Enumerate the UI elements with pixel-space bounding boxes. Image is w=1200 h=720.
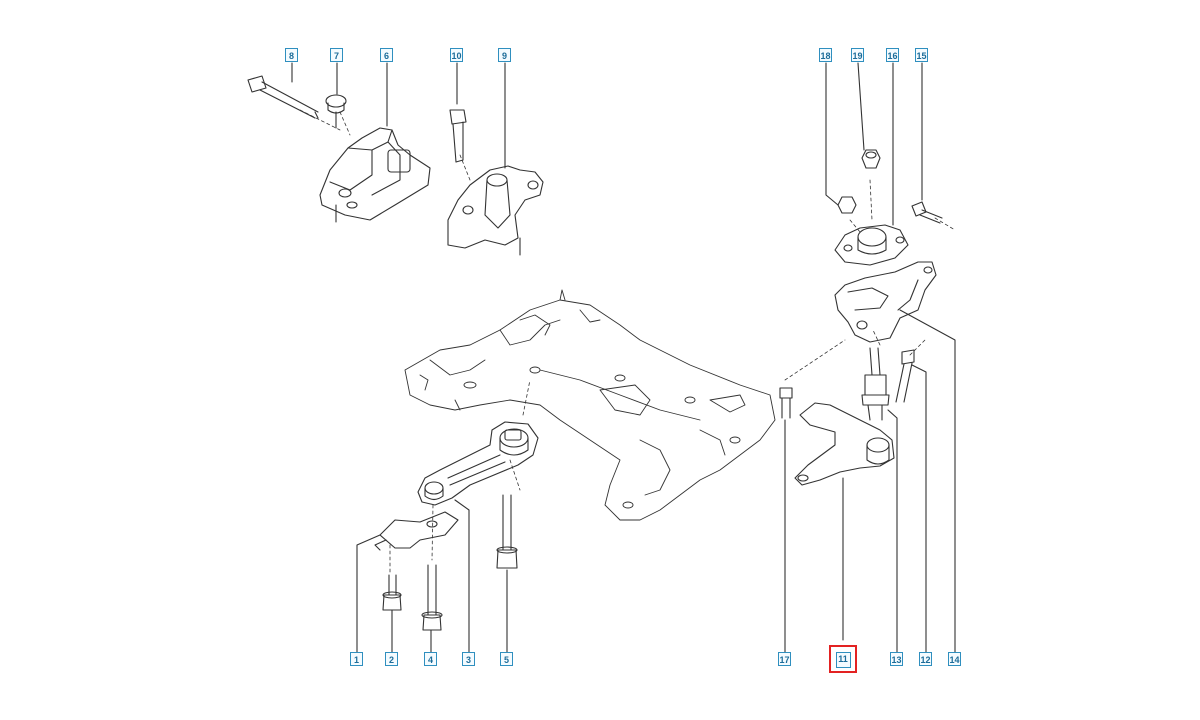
leader-12 xyxy=(911,364,927,653)
bolt-10 xyxy=(449,109,467,163)
callout-2[interactable]: 2 xyxy=(385,652,398,666)
callout-3[interactable]: 3 xyxy=(462,652,475,666)
callout-15[interactable]: 15 xyxy=(915,48,928,62)
callout-1[interactable]: 1 xyxy=(350,652,363,666)
callout-18[interactable]: 18 xyxy=(819,48,832,62)
plate-1 xyxy=(374,511,459,551)
callout-4[interactable]: 4 xyxy=(424,652,437,666)
leader-19 xyxy=(857,62,865,151)
nut-18 xyxy=(837,196,857,214)
nut-7 xyxy=(325,94,347,129)
bracket-9 xyxy=(447,165,544,256)
bolt-4 xyxy=(421,564,443,631)
bolt-5 xyxy=(496,494,518,569)
callout-10[interactable]: 10 xyxy=(450,48,463,62)
callout-7[interactable]: 7 xyxy=(330,48,343,62)
callout-9[interactable]: 9 xyxy=(498,48,511,62)
callout-13[interactable]: 13 xyxy=(890,652,903,666)
bolt-8 xyxy=(247,75,319,119)
nut-19 xyxy=(861,149,881,169)
mount-pad-16 xyxy=(834,224,909,266)
callout-11-highlighted[interactable]: 11 xyxy=(829,645,857,673)
leader-18 xyxy=(825,62,839,206)
lower-bracket-11 xyxy=(794,402,895,486)
stud-13 xyxy=(861,347,890,421)
bolt-2 xyxy=(382,574,402,611)
engine-mount-6 xyxy=(319,127,431,223)
leader-14 xyxy=(899,309,956,653)
callout-14[interactable]: 14 xyxy=(948,652,961,666)
leader-3 xyxy=(454,499,470,653)
torque-rod-3 xyxy=(417,421,539,506)
leader-1 xyxy=(356,534,381,653)
subframe xyxy=(404,289,776,521)
callout-6[interactable]: 6 xyxy=(380,48,393,62)
callout-11: 11 xyxy=(835,651,851,668)
callout-8[interactable]: 8 xyxy=(285,48,298,62)
bolt-17 xyxy=(779,387,793,419)
callout-12[interactable]: 12 xyxy=(919,652,932,666)
callout-17[interactable]: 17 xyxy=(778,652,791,666)
leader-13 xyxy=(887,409,898,653)
callout-5[interactable]: 5 xyxy=(500,652,513,666)
callout-19[interactable]: 19 xyxy=(851,48,864,62)
upper-bracket-14 xyxy=(834,261,937,343)
callout-16[interactable]: 16 xyxy=(886,48,899,62)
bolt-15 xyxy=(911,201,943,224)
bolt-12 xyxy=(895,349,915,403)
